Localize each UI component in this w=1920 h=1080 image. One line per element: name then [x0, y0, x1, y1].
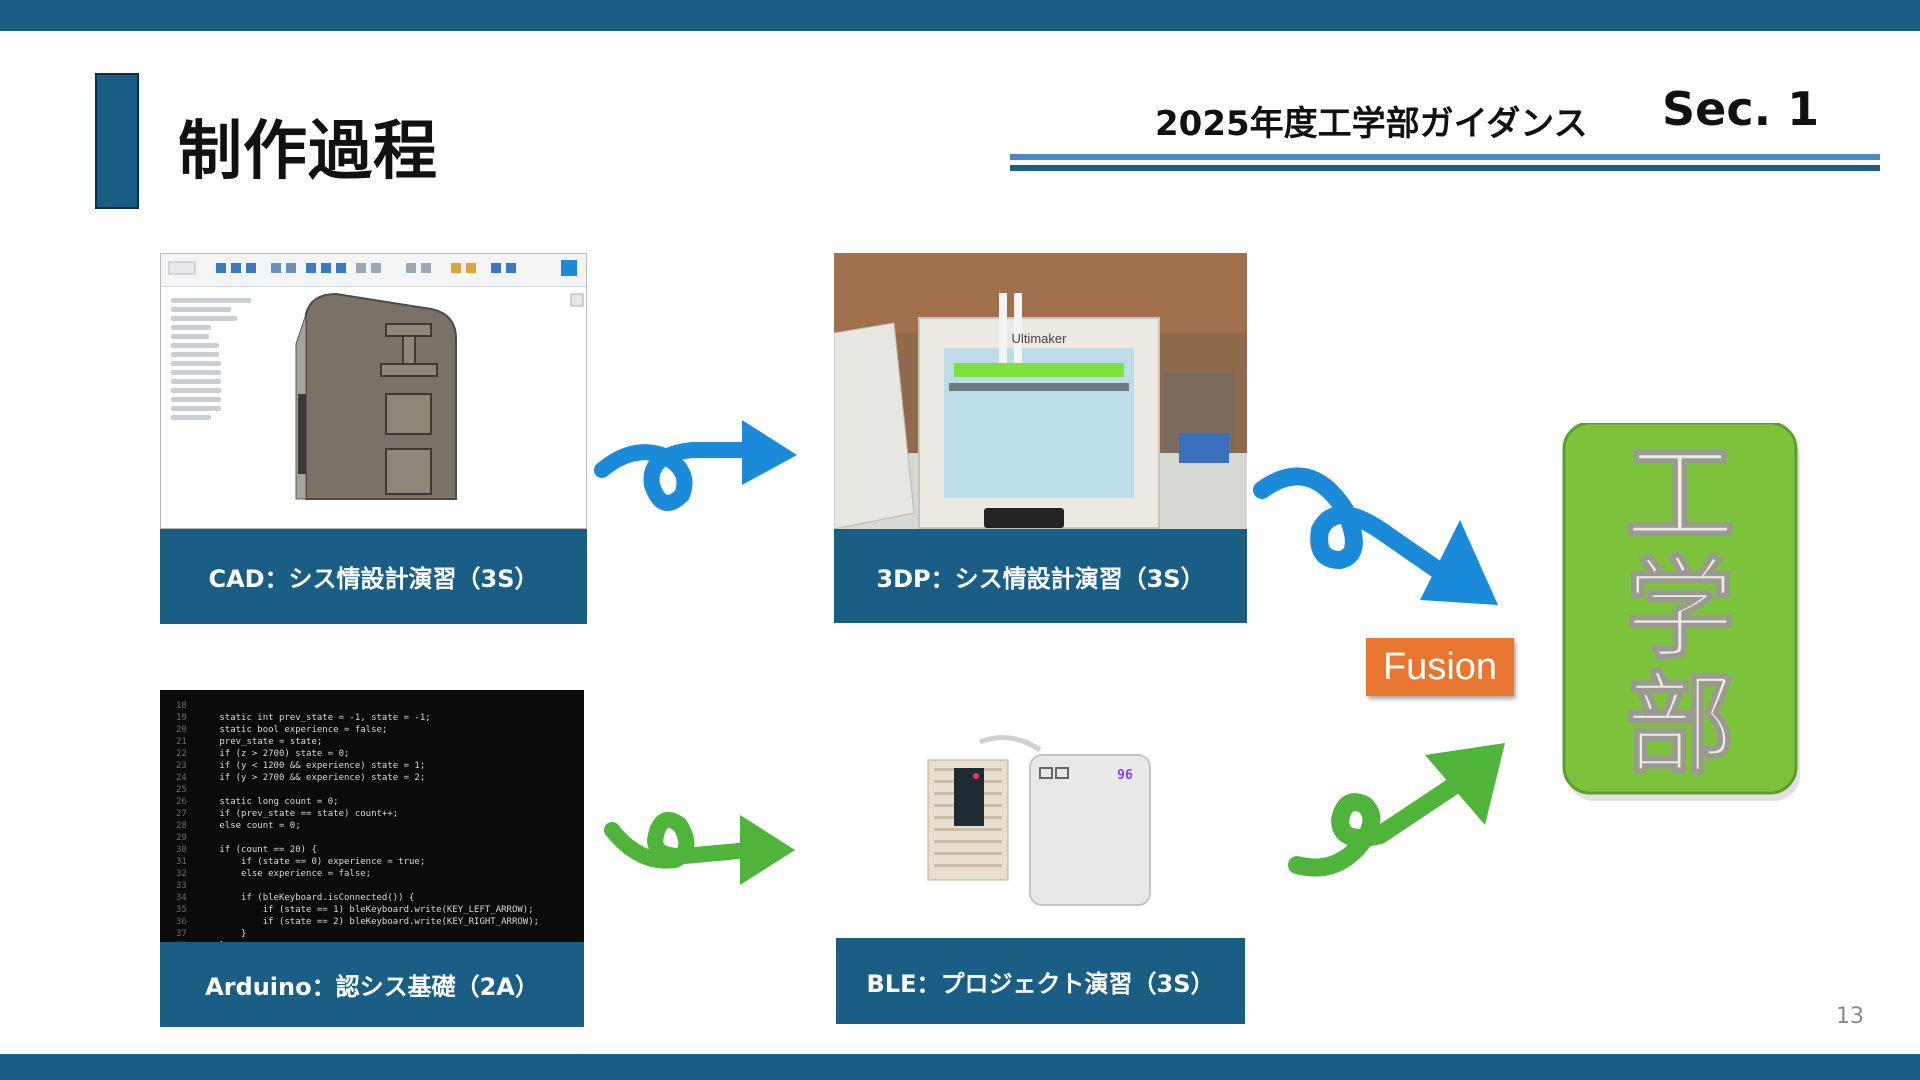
plate-char-2: 学 [1625, 546, 1735, 674]
code-line-text: prev_state = state; [197, 737, 323, 747]
code-line-text: else count = 0; [197, 821, 301, 831]
code-line-number: 35 [176, 905, 198, 915]
battery-display: 96 [1117, 768, 1133, 783]
result-plate: 工 学 部 [1562, 423, 1800, 801]
code-line-number: 21 [176, 737, 198, 747]
code-line: 28 else count = 0; [176, 820, 568, 832]
code-line-number: 22 [176, 749, 198, 759]
code-line: 36 if (state == 2) bleKeyboard.write(KEY… [176, 916, 568, 928]
code-line-number: 32 [176, 869, 198, 879]
page-number: 13 [1836, 1004, 1864, 1029]
code-line: 37 } [176, 928, 568, 940]
code-line-text: } [198, 941, 224, 942]
code-line-number: 23 [176, 761, 198, 771]
code-line: 23 if (y < 1200 && experience) state = 1… [176, 760, 568, 772]
code-line-text: static bool experience = false; [197, 725, 388, 735]
code-line-number: 20 [176, 725, 198, 735]
toolbar-icons [168, 260, 577, 276]
code-line-text: if (count == 20) { [197, 845, 317, 855]
code-line-text: if (prev_state == state) count++; [197, 809, 399, 819]
plate-char-1: 工 [1625, 431, 1735, 559]
page-title: 制作過程 [178, 115, 438, 189]
code-screenshot: 18 19 static int prev_state = -1, state … [160, 690, 584, 942]
code-line-text: static int prev_state = -1, state = -1; [197, 713, 431, 723]
cad-toolbar [161, 254, 586, 287]
arrow-printer-to-result [1253, 467, 1498, 605]
code-line: 38 } [176, 940, 568, 942]
code-line: 27 if (prev_state == state) count++; [176, 808, 568, 820]
code-line-text: if (y > 2700 && experience) state = 2; [197, 773, 426, 783]
printer-photo: Ultimaker [834, 253, 1247, 529]
code-line-text: if (state == 2) bleKeyboard.write(KEY_RI… [197, 917, 540, 927]
code-line-number: 27 [176, 809, 198, 819]
cad-caption: CAD：シス情設計演習（3S） [160, 529, 587, 624]
code-line: 30 if (count == 20) { [176, 844, 568, 856]
code-line: 26 static long count = 0; [176, 796, 568, 808]
code-line-text: if (y < 1200 && experience) state = 1; [197, 761, 426, 771]
section-label: Sec. 1 [1662, 82, 1820, 136]
arduino-caption: Arduino：認シス基礎（2A） [160, 942, 584, 1027]
code-line-text: else experience = false; [197, 869, 372, 879]
cad-model [295, 292, 584, 500]
code-line-number: 28 [176, 821, 198, 831]
code-line-number: 30 [176, 845, 198, 855]
code-line-number: 33 [176, 881, 198, 891]
top-bar [0, 0, 1920, 31]
code-line-text: if (z > 2700) state = 0; [197, 749, 350, 759]
code-line-number: 37 [176, 929, 198, 939]
code-line: 35 if (state == 1) bleKeyboard.write(KEY… [176, 904, 568, 916]
code-line-number: 26 [176, 797, 198, 807]
code-line-number: 31 [176, 857, 198, 867]
code-line-number: 18 [176, 701, 198, 711]
arrow-arduino-to-ble [604, 812, 795, 885]
code-line: 31 if (state == 0) experience = true; [176, 856, 568, 868]
code-line: 24 if (y > 2700 && experience) state = 2… [176, 772, 568, 784]
code-line-text: if (state == 1) bleKeyboard.write(KEY_LE… [197, 905, 534, 915]
code-line-number: 36 [176, 917, 198, 927]
code-line-text: } [197, 929, 247, 939]
code-line-number: 38 [176, 941, 198, 942]
printer-caption: 3DP：シス情設計演習（3S） [834, 529, 1247, 623]
code-line-number: 24 [176, 773, 198, 783]
code-block: 18 19 static int prev_state = -1, state … [176, 700, 568, 942]
code-line-text: if (bleKeyboard.isConnected()) { [197, 893, 415, 903]
code-line-number: 34 [176, 893, 198, 903]
code-line-number: 19 [176, 713, 198, 723]
code-line: 19 static int prev_state = -1, state = -… [176, 712, 568, 724]
code-line: 32 else experience = false; [176, 868, 568, 880]
code-line: 21 prev_state = state; [176, 736, 568, 748]
printer-brand: Ultimaker [1012, 331, 1068, 346]
arrow-cad-to-printer [594, 420, 797, 511]
ble-caption: BLE：プロジェクト演習（3S） [836, 938, 1245, 1024]
code-line: 22 if (z > 2700) state = 0; [176, 748, 568, 760]
code-line-text: static long count = 0; [197, 797, 339, 807]
fusion-label: Fusion [1366, 638, 1514, 696]
code-line-number: 29 [176, 833, 198, 843]
guidance-title: 2025年度工学部ガイダンス [1155, 104, 1588, 144]
ble-device-photo: 96 [920, 720, 1160, 910]
arrow-ble-to-result [1288, 743, 1505, 877]
code-line: 25 [176, 784, 568, 796]
title-accent-bar [95, 73, 139, 209]
printer-illustration: Ultimaker [834, 253, 1247, 529]
header-rule-light [1010, 154, 1880, 160]
plate-char-3: 部 [1625, 661, 1735, 789]
code-line: 34 if (bleKeyboard.isConnected()) { [176, 892, 568, 904]
code-line: 20 static bool experience = false; [176, 724, 568, 736]
code-line: 29 [176, 832, 568, 844]
code-line-number: 25 [176, 785, 198, 795]
code-line: 33 [176, 880, 568, 892]
cad-browser-tree [171, 294, 291, 494]
bottom-bar [0, 1054, 1920, 1080]
cad-screenshot [160, 253, 587, 529]
ble-illustration: 96 [927, 735, 1151, 906]
header-rule-dark [1010, 165, 1880, 171]
code-line-text: if (state == 0) experience = true; [197, 857, 426, 867]
code-line: 18 [176, 700, 568, 712]
